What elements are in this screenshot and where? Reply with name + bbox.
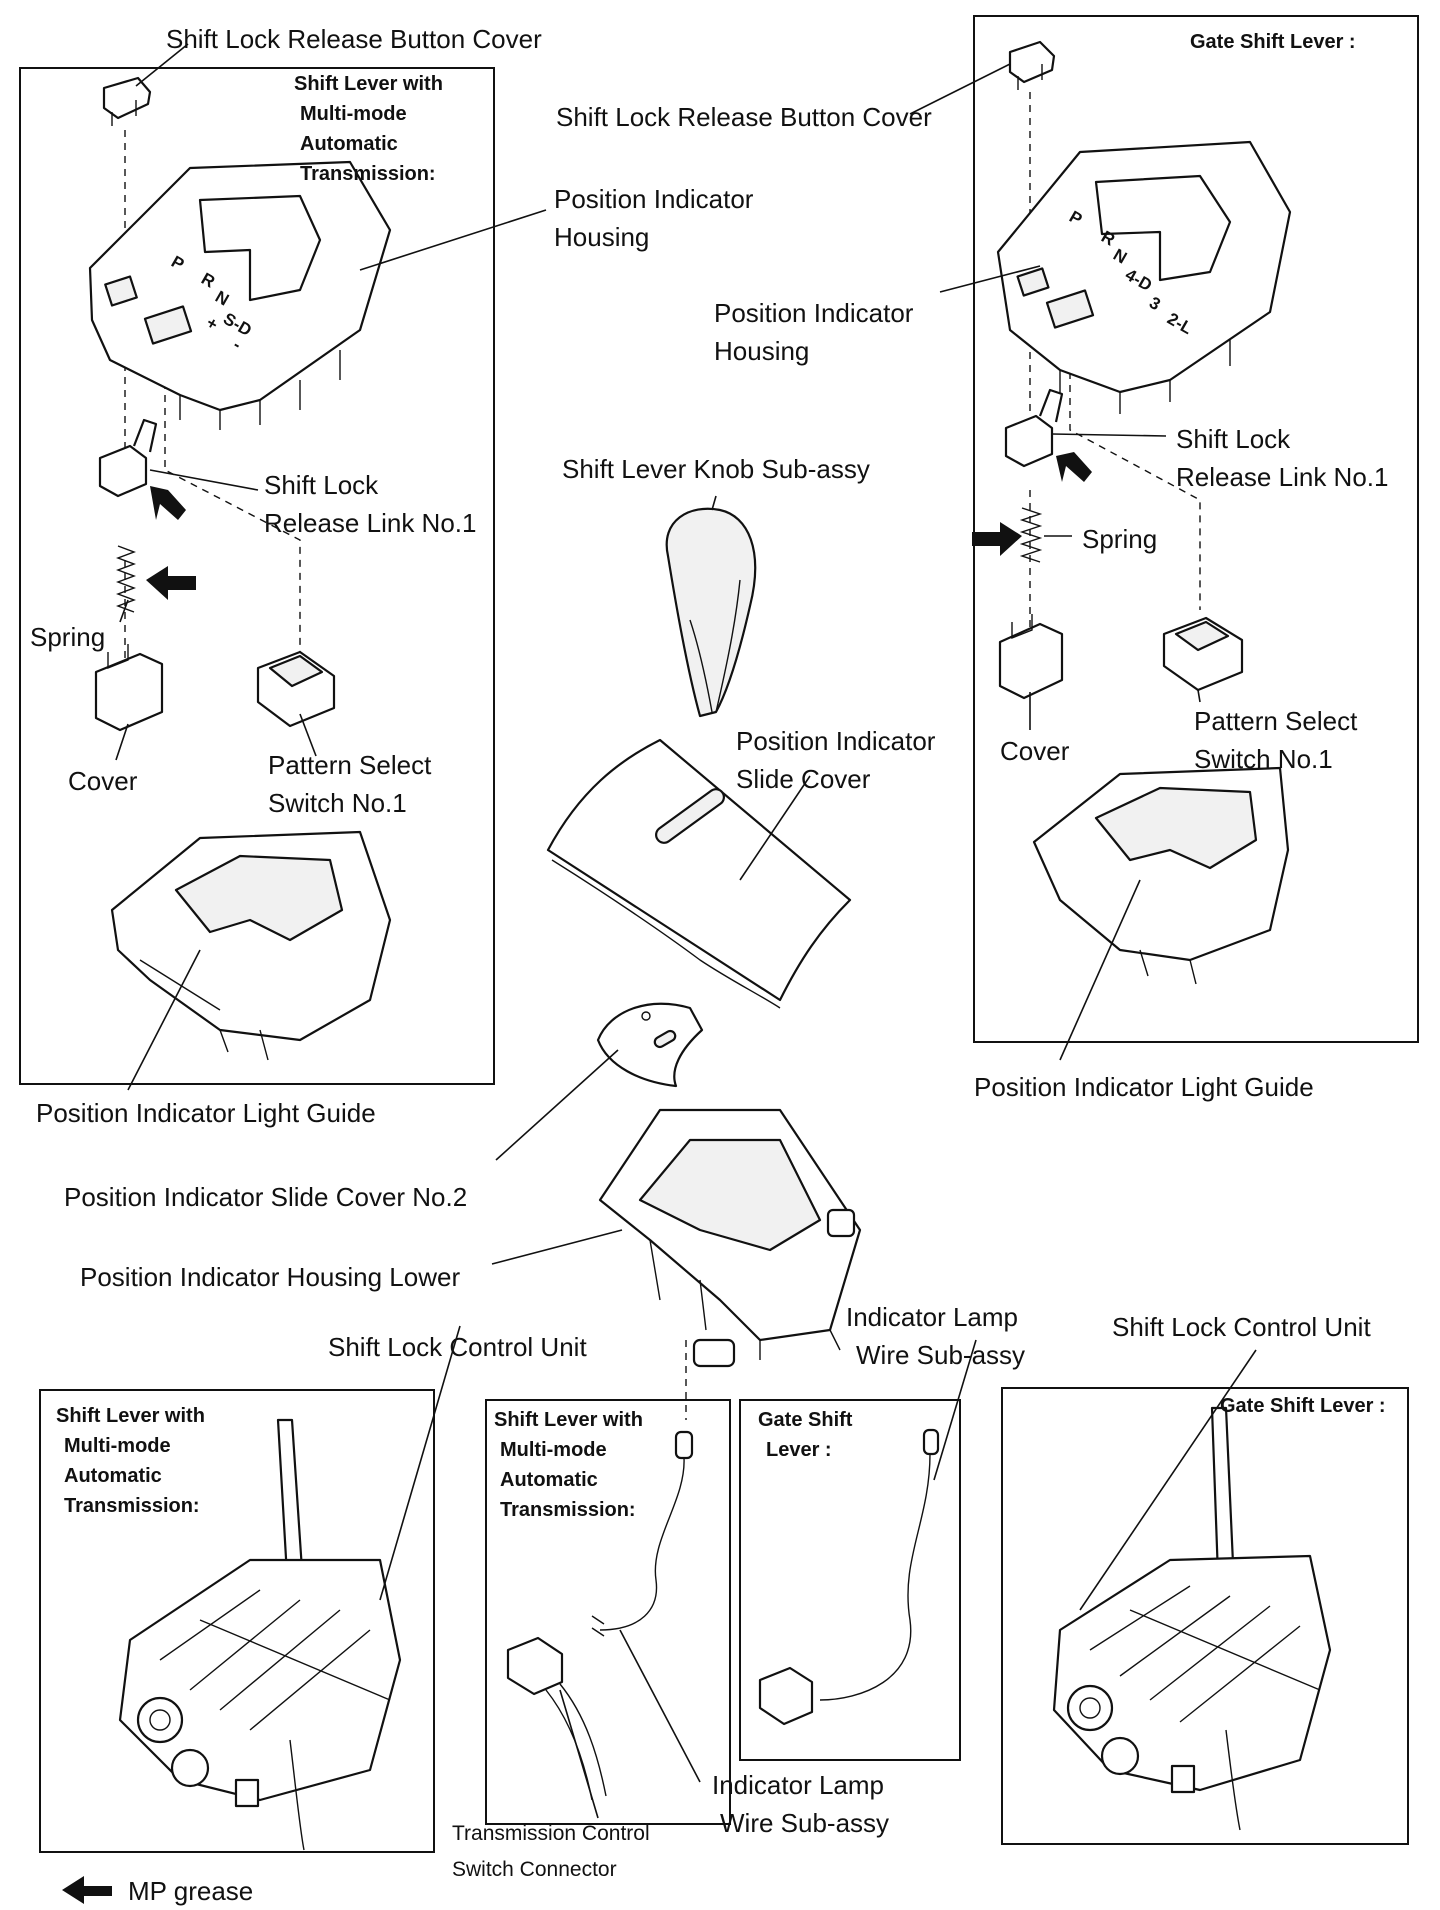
arrow-left-icon: [1056, 452, 1092, 482]
housing-lower-part: [598, 1108, 862, 1368]
label-shift-lock-control-unit: Shift Lock Control Unit: [328, 1332, 587, 1362]
indicator-lamp-wire-part: [758, 1428, 940, 1726]
label-housing: Position Indicator: [714, 298, 914, 328]
label-cover: Cover: [1000, 736, 1070, 766]
label-lamp-wire: Indicator Lamp: [712, 1770, 884, 1800]
label-shift-lock-control-unit: Shift Lock Control Unit: [1112, 1312, 1371, 1342]
label-lamp-wire: Wire Sub-assy: [856, 1340, 1025, 1370]
heading-line: Automatic: [64, 1465, 162, 1487]
heading-line: Multi-mode: [64, 1435, 171, 1457]
guide-line: [164, 330, 301, 660]
label-slide-cover: Slide Cover: [736, 764, 871, 794]
label-release-button-cover: Shift Lock Release Button Cover: [166, 24, 542, 54]
transmission-control-switch-connector-part: [506, 1636, 607, 1801]
label-release-button-cover: Shift Lock Release Button Cover: [556, 102, 932, 132]
frame-top-left: [19, 67, 495, 1085]
label-lamp-wire: Wire Sub-assy: [720, 1808, 889, 1838]
label-release-link: Release Link No.1: [264, 508, 476, 538]
legend-mp-grease: MP grease: [128, 1876, 253, 1906]
label-knob: Shift Lever Knob Sub-assy: [562, 454, 870, 484]
label-spring: Spring: [30, 622, 105, 652]
light-guide-part: [1032, 766, 1290, 985]
light-guide-part: [110, 830, 392, 1061]
frame-bottom-middle: [485, 1399, 731, 1825]
label-lamp-wire: Indicator Lamp: [846, 1302, 1018, 1332]
heading-line: Multi-mode: [300, 103, 407, 125]
shift-lock-control-unit-part: [118, 1418, 402, 1851]
label-slide-cover: Position Indicator: [736, 726, 936, 756]
heading-line: Transmission:: [64, 1495, 200, 1517]
heading-gate-shift: Gate Shift Lever :: [1190, 31, 1356, 53]
heading-line: Lever :: [766, 1439, 832, 1461]
label-pattern-select-switch: Switch No.1: [1194, 744, 1333, 774]
label-housing-lower: Position Indicator Housing Lower: [80, 1262, 460, 1292]
release-button-cover-part: [1008, 40, 1056, 90]
slide-cover-part: [546, 738, 852, 1009]
label-spring: Spring: [1082, 524, 1157, 554]
label-release-link: Shift Lock: [264, 470, 379, 500]
spring-part: [116, 545, 136, 613]
frame-top-right: [973, 15, 1419, 1043]
heading-line: Shift Lever with: [294, 73, 443, 95]
heading-line: Transmission:: [500, 1499, 636, 1521]
heading-line: Multi-mode: [500, 1439, 607, 1461]
position-indicator-housing-part: P R N 4-D 3 2-L: [996, 140, 1292, 414]
arrow-left-icon: [150, 486, 186, 520]
label-pattern-select-switch: Pattern Select: [268, 750, 432, 780]
shift-lock-release-link-part: [98, 418, 158, 498]
heading-line: Shift Lever with: [56, 1405, 205, 1427]
frame-bottom-left: [39, 1389, 435, 1853]
label-housing: Housing: [554, 222, 649, 252]
shift-lever-knob-part: [665, 507, 757, 718]
arrow-right-icon: [972, 522, 1022, 556]
heading-gate-shift: Gate Shift Lever :: [1220, 1395, 1386, 1417]
frame-bottom-gate: [739, 1399, 961, 1761]
label-pattern-select-switch: Pattern Select: [1194, 706, 1358, 736]
label-release-link: Release Link No.1: [1176, 462, 1388, 492]
arrow-left-icon: [146, 566, 196, 600]
label-release-link: Shift Lock: [1176, 424, 1291, 454]
heading-line: Transmission:: [300, 163, 436, 185]
label-cover: Cover: [68, 766, 138, 796]
shift-lock-release-link-part: [1004, 388, 1064, 468]
slide-cover-no2-part: [596, 1002, 704, 1088]
leader-lines: [115, 43, 1257, 1819]
label-housing: Position Indicator: [554, 184, 754, 214]
frame-bottom-right: [1001, 1387, 1409, 1845]
cover-part: [998, 614, 1064, 700]
arrow-left-icon: [62, 1876, 112, 1904]
heading-line: Automatic: [500, 1469, 598, 1491]
label-pattern-select-switch: Switch No.1: [268, 788, 407, 818]
label-light-guide: Position Indicator Light Guide: [36, 1098, 376, 1128]
release-button-cover-part: [102, 76, 152, 126]
label-slide-cover-no2: Position Indicator Slide Cover No.2: [64, 1182, 467, 1212]
indicator-lamp-wire-part: [591, 1430, 694, 1637]
pattern-select-switch-part: [1162, 616, 1244, 692]
guide-line: [1069, 320, 1201, 610]
spring-part: [1019, 507, 1043, 563]
heading-line: Automatic: [300, 133, 398, 155]
position-indicator-housing-part: P R N + S-D -: [88, 160, 392, 430]
heading-line: Shift Lever with: [494, 1409, 643, 1431]
label-connector: Transmission Control: [452, 1822, 650, 1845]
heading-line: Gate Shift: [758, 1409, 853, 1431]
label-connector: Switch Connector: [452, 1858, 617, 1881]
shift-lock-control-unit-part: [1052, 1406, 1332, 1831]
pattern-select-switch-part: [256, 650, 336, 728]
label-light-guide: Position Indicator Light Guide: [974, 1072, 1314, 1102]
cover-part: [94, 644, 164, 732]
label-housing: Housing: [714, 336, 809, 366]
